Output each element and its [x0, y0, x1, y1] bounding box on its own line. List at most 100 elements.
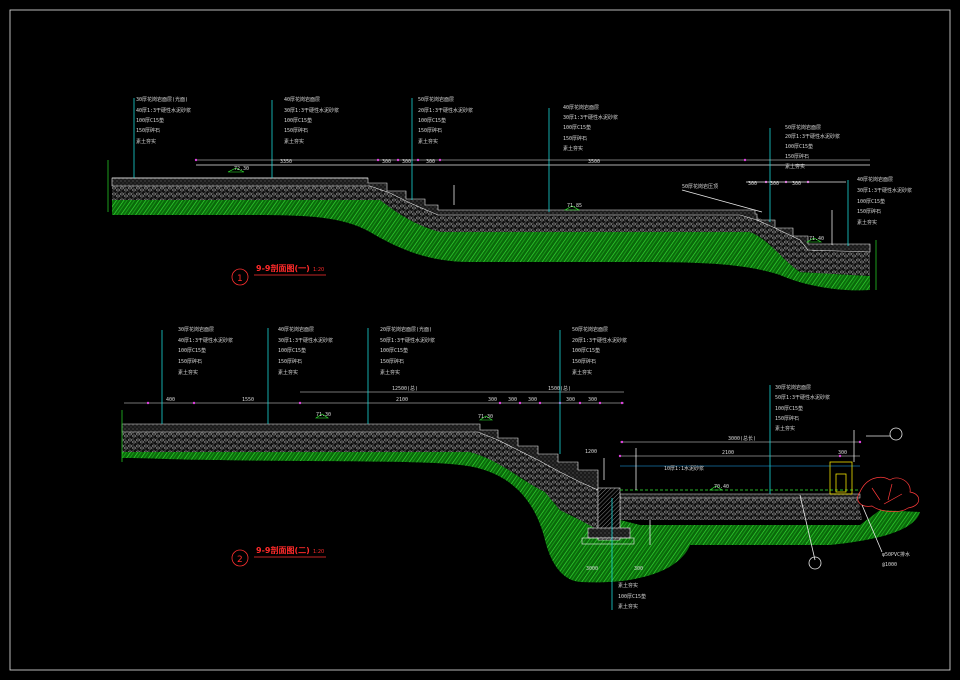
layer-text: 100厚C15垫 [278, 347, 306, 354]
section-2-label-1: 30厚花岗岩面层 40厚1:3干硬性水泥砂浆 100厚C15垫 150厚碎石 素… [178, 326, 233, 376]
section-2-label-2: 40厚花岗岩面层 30厚1:3干硬性水泥砂浆 100厚C15垫 150厚碎石 素… [278, 326, 333, 376]
section-1-scale: 1:20 [313, 267, 324, 273]
layer-text: 30厚花岗岩面层(光面) [136, 96, 188, 103]
dimension-text: 2100 [722, 450, 734, 456]
dimension-text: 300 [634, 566, 643, 572]
layer-text: 100厚C15垫 [618, 593, 646, 600]
layer-text: 150厚碎石 [563, 135, 587, 142]
section-2-dim-ticks [146, 401, 862, 458]
dimension-text: 300 [488, 397, 497, 403]
layer-text: 素土夯实 [178, 369, 198, 376]
layer-text: 40厚1:3干硬性水泥砂浆 [178, 337, 233, 344]
dimension-text: 3350 [280, 159, 292, 165]
section-1-dimensions: 3350 300 300 300 3500 300 300 300 72.30 … [234, 159, 824, 242]
layer-text: 100厚C15垫 [775, 405, 803, 412]
elevation-text: 71.30 [478, 414, 493, 420]
section-1-title: 9-9剖面图(一) [256, 263, 310, 273]
section-2-label-6: 素土夯实 100厚C15垫 素土夯实 [618, 582, 646, 610]
layer-text: 素土夯实 [775, 425, 795, 432]
layer-text: 100厚C15垫 [178, 347, 206, 354]
section-2-label-4: 50厚花岗岩面层 20厚1:3干硬性水泥砂浆 100厚C15垫 150厚碎石 素… [572, 326, 627, 376]
dimension-text: 300 [588, 397, 597, 403]
section-1-gravel [112, 186, 870, 276]
layer-text: 100厚C15垫 [857, 198, 885, 205]
layer-text: 150厚碎石 [418, 127, 442, 134]
elevation-text: 71.85 [567, 203, 582, 209]
layer-text: 150厚碎石 [380, 358, 404, 365]
note-text: 10厚1:1水泥砂浆 [664, 465, 704, 472]
dimension-text: 300 [426, 159, 435, 165]
layer-text: 素土夯实 [785, 163, 805, 170]
dimension-text: 2100 [396, 397, 408, 403]
layer-text: 20厚1:3干硬性水泥砂浆 [418, 107, 473, 114]
layer-text: 20厚1:3干硬性水泥砂浆 [572, 337, 627, 344]
layer-text: 素土夯实 [284, 138, 304, 145]
dimension-text: 300 [838, 450, 847, 456]
layer-text: 100厚C15垫 [136, 117, 164, 124]
layer-text: 30厚花岗岩面层 [178, 326, 214, 333]
section-1-label-3: 50厚花岗岩面层 20厚1:3干硬性水泥砂浆 100厚C15垫 150厚碎石 素… [418, 96, 473, 145]
section-2-gravel [122, 432, 598, 530]
dimension-text: 300 [402, 159, 411, 165]
dimension-text: 300 [792, 181, 801, 187]
layer-text: 50厚1:3干硬性水泥砂浆 [775, 394, 830, 401]
layer-text: 素土夯实 [563, 145, 583, 152]
layer-text: 素土夯实 [418, 138, 438, 145]
section-1-label-5: 50厚花岗岩面层 20厚1:3干硬性水泥砂浆 100厚C15垫 150厚碎石 素… [785, 124, 840, 170]
section-2-soil [122, 452, 920, 583]
layer-text: 100厚C15垫 [380, 347, 408, 354]
dimension-text: 300 [528, 397, 537, 403]
layer-text: 素土夯实 [572, 369, 592, 376]
section-1 [107, 98, 877, 291]
dimension-text: 300 [382, 159, 391, 165]
layer-text: 30厚1:3干硬性水泥砂浆 [278, 337, 333, 344]
layer-text: 素土夯实 [380, 369, 400, 376]
layer-text: 50厚花岗岩面层 [572, 326, 608, 333]
layer-text: 素土夯实 [136, 138, 156, 145]
layer-text: 50厚1:3干硬性水泥砂浆 [380, 337, 435, 344]
layer-text: 素土夯实 [618, 603, 638, 610]
overall-dimension: 12500(总) [392, 385, 418, 392]
layer-text: 素土夯实 [618, 582, 638, 589]
layer-text: 40厚花岗岩面层 [857, 176, 893, 183]
section-2-number: 2 [237, 555, 243, 565]
layer-text: 100厚C15垫 [785, 143, 813, 150]
layer-text: 150厚碎石 [136, 127, 160, 134]
layer-text: 100厚C15垫 [563, 124, 591, 131]
pool-floor [619, 493, 861, 499]
section-2-paving [121, 423, 599, 491]
dimension-text: 3500 [588, 159, 600, 165]
layer-text: 30厚1:3干硬性水泥砂浆 [563, 114, 618, 121]
drawing-frame [9, 9, 951, 671]
section-1-label-1: 30厚花岗岩面层(光面) 40厚1:3干硬性水泥砂浆 100厚C15垫 150厚… [136, 96, 191, 145]
note-text: φ50PVC排水 [882, 551, 910, 558]
layer-text: 20厚1:3干硬性水泥砂浆 [785, 133, 840, 140]
section-2-label-3: 20厚花岗岩面层(光面) 50厚1:3干硬性水泥砂浆 100厚C15垫 150厚… [380, 326, 435, 376]
section-1-label-2: 40厚花岗岩面层 30厚1:3干硬性水泥砂浆 100厚C15垫 150厚碎石 素… [284, 96, 339, 145]
overall-dimension: 1500(总) [548, 385, 571, 392]
elevation-text: 71.30 [316, 412, 331, 418]
wall-footing [587, 527, 631, 539]
layer-text: 40厚花岗岩面层 [284, 96, 320, 103]
dimension-text: 1550 [242, 397, 254, 403]
layer-text: 100厚C15垫 [572, 347, 600, 354]
section-2-dimensions: 400 1550 2100 300 300 300 300 300 1200 3… [166, 385, 910, 572]
layer-text: 30厚1:3干硬性水泥砂浆 [857, 187, 912, 194]
dimension-text: 1200 [585, 449, 597, 455]
layer-text: 150厚碎石 [278, 358, 302, 365]
dimension-text: 3000(总长) [728, 435, 756, 442]
section-1-soil [112, 200, 870, 291]
note-text: 50厚花岗岩压顶 [682, 183, 718, 190]
dimension-text: 300 [566, 397, 575, 403]
layer-text: 40厚花岗岩面层 [278, 326, 314, 333]
layer-text: 150厚碎石 [178, 358, 202, 365]
elevation-text: 71.40 [809, 236, 824, 242]
layer-text: 100厚C15垫 [418, 117, 446, 124]
shrub [857, 477, 920, 512]
lamp-fixture [829, 461, 853, 495]
elevation-text: 72.30 [234, 166, 249, 172]
section-2-title: 9-9剖面图(二) [256, 545, 310, 555]
section-2-scale: 1:20 [313, 549, 324, 555]
note-text: @1000 [882, 562, 897, 568]
